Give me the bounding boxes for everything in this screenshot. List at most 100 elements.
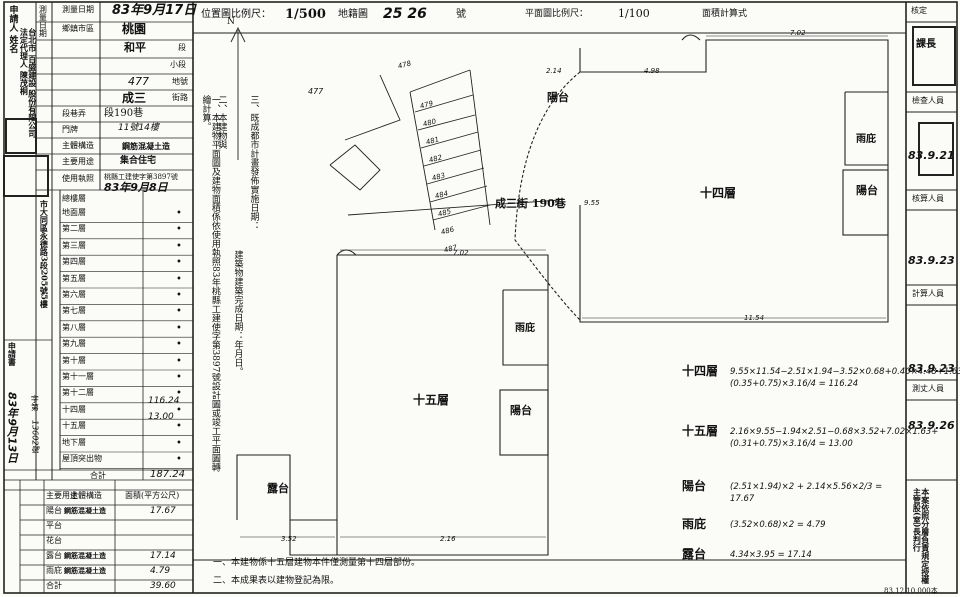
- attached-area: 4.79: [150, 566, 171, 576]
- balcony-label-15: 陽台: [510, 404, 532, 417]
- floor-row-label: 第五層: [62, 273, 86, 283]
- calculator-label: 核算人員: [912, 194, 944, 203]
- floor-row-label: 第十層: [62, 355, 86, 365]
- street-label: 街路: [172, 93, 188, 102]
- floor-row-dot: •: [176, 355, 182, 367]
- address-stamp: 市大同區永德路3段205號5樓: [39, 200, 50, 308]
- attached-area: 39.60: [150, 581, 176, 591]
- inspector-seal: [918, 122, 954, 176]
- section-label: 段: [178, 43, 186, 52]
- note-one: 一、本建物平面圖及建物面積係依使用執照83年桃縣工建使字第3897號設計圖或竣工…: [200, 95, 220, 472]
- survey-date-value: 83年9月17日: [112, 3, 197, 18]
- applicant-names: 台北市 百盛建設 股份有限公司 法定代理人 陳茂桐: [19, 28, 38, 138]
- dim-214: 2.14: [546, 67, 562, 75]
- footer-note-one: 一、本建物係十五層建物本件僅測量第十四層部份。: [213, 558, 421, 568]
- computer-date: 83.9.23: [908, 362, 955, 375]
- calc-formula: 4.34×3.95 = 17.14: [730, 550, 812, 560]
- attached-struct: 鋼筋混凝土造: [64, 551, 106, 560]
- floor-row-dot: •: [176, 306, 182, 318]
- floor-row-dot: •: [176, 290, 182, 301]
- floor-row-dot: •: [176, 339, 182, 351]
- floor-row-label: 第三層: [62, 240, 86, 250]
- floor14-outline: [514, 34, 889, 323]
- floor-row-dot: •: [176, 437, 182, 449]
- north-arrow-label: N: [227, 17, 235, 27]
- inspector-label: 檢查人員: [912, 96, 944, 105]
- floor-row-dot: •: [176, 421, 182, 433]
- structure-value: 鋼筋混凝土造: [122, 141, 170, 151]
- canopy-label-15: 雨庇: [515, 323, 535, 334]
- dim-434: 3.52: [281, 535, 297, 543]
- surveyor-date: 83.9.26: [908, 419, 955, 432]
- doc-word: 字第: [30, 395, 40, 411]
- city-value: 桃園: [122, 22, 147, 36]
- dim-955: 9.55: [584, 199, 600, 207]
- calc-label: 十四層: [682, 364, 719, 378]
- calc-label: 雨庇: [682, 517, 707, 531]
- total-label: 合計: [90, 471, 106, 480]
- note-three: 三、既成都市計畫發佈實施日期：: [248, 95, 259, 230]
- attached-use: 花台: [46, 536, 62, 545]
- floor-row-label: 十五層: [62, 421, 86, 431]
- survey-date-label-side: 測量日期: [38, 5, 48, 37]
- cadastral-label: 地籍圖: [338, 9, 368, 20]
- footer-note-two: 二、本成果表以建物登記為限。: [213, 576, 340, 586]
- calc-label: 十五層: [682, 424, 719, 438]
- door-label: 門牌: [62, 125, 78, 134]
- floor-row-label: 第六層: [62, 290, 86, 299]
- doc-number: 13602號: [30, 420, 40, 454]
- canopy-label-14: 雨庇: [856, 134, 876, 145]
- floor14-area: 116.24: [148, 396, 180, 406]
- area-calc-label: 面積計算式: [702, 9, 748, 19]
- balcony-label-14b: 陽台: [856, 184, 878, 197]
- floor-row-dot: •: [176, 404, 182, 416]
- floor-row-label: 第九層: [62, 339, 86, 349]
- cadastral-suffix: 號: [456, 9, 466, 20]
- floor-row-dot: •: [176, 208, 182, 219]
- attached-col-use: 主要用途: [46, 491, 78, 500]
- note-four: 建築物建築完成日期：年月日。: [232, 250, 243, 376]
- floor-row-label: 第十一層: [62, 372, 94, 381]
- chief-label: 課長: [916, 39, 936, 50]
- subsection-label: 小段: [170, 60, 186, 69]
- attached-use: 雨庇: [46, 566, 62, 575]
- attached-use: 平台: [46, 521, 62, 530]
- dim-1154: 11.54: [744, 314, 765, 322]
- floor-row-label: 十四層: [62, 404, 86, 414]
- floor-row-label: 屋頂突出物: [62, 454, 102, 463]
- city-label: 鄉鎮市區: [62, 24, 94, 33]
- use-label: 主要用途: [62, 157, 94, 166]
- dim-702-top: 7.02: [790, 29, 806, 37]
- lane-value: 段190巷: [104, 108, 144, 119]
- company-seal: [3, 155, 49, 197]
- location-map-lines: [230, 26, 561, 231]
- lot-value: 477: [128, 75, 149, 88]
- street-value: 成三: [122, 91, 147, 105]
- calc-label: 陽台: [682, 479, 707, 493]
- floor-row-dot: •: [176, 388, 182, 400]
- surveyor-label: 測丈人員: [912, 384, 944, 393]
- floor-row-dot: •: [176, 273, 182, 285]
- use-value: 集合住宅: [120, 156, 157, 166]
- floor15-label: 十五層: [413, 393, 450, 407]
- permit-label: 使用執照: [62, 174, 94, 183]
- floor15-outline: [236, 249, 549, 556]
- floor-row-label: 第十二層: [62, 388, 94, 398]
- application-date: 83年9月13日: [5, 392, 19, 464]
- structure-label: 主體構造: [62, 141, 94, 150]
- door-value: 11號14樓: [118, 123, 159, 133]
- attached-col-struct: 主體構造: [70, 491, 102, 500]
- permit-value: 桃縣工建使字第3897號: [104, 173, 178, 181]
- dim-216: 2.16: [440, 535, 456, 543]
- attached-struct: 鋼筋混凝土造: [64, 566, 106, 575]
- floor-row-label: 第二層: [62, 224, 86, 234]
- floor-row-dot: •: [176, 372, 182, 383]
- floor-row-label: 第四層: [62, 257, 86, 267]
- attached-struct: 鋼筋混凝土造: [64, 506, 106, 515]
- survey-date-label: 測量日期: [62, 5, 94, 14]
- plan-scale-label: 平面圖比例尺：: [525, 9, 589, 19]
- dim-498: 4.98: [644, 67, 660, 75]
- chief-seal: [912, 26, 956, 86]
- plan-scale: 1/100: [618, 7, 650, 20]
